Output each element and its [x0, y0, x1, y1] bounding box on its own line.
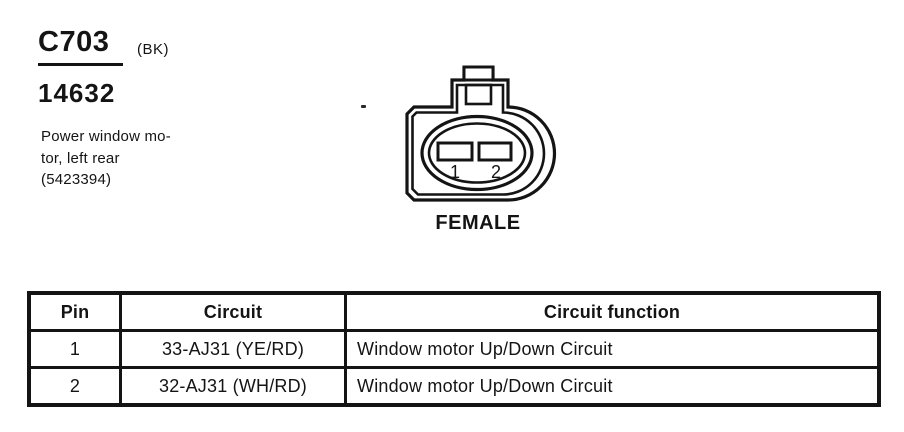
- header-pin: Pin: [27, 291, 122, 332]
- connector-face-diagram: 1 2: [405, 65, 557, 202]
- pin-cell: 2: [27, 366, 122, 407]
- pinout-table-container: Pin Circuit Circuit function 1 33-AJ31 (…: [27, 291, 881, 407]
- circuit-function-cell: Window motor Up/Down Circuit: [344, 366, 881, 407]
- header-circuit-function: Circuit function: [344, 291, 881, 332]
- description-line-1: Power window mo-: [41, 128, 171, 145]
- pin-cell: 1: [27, 329, 122, 369]
- table-row: 1 33-AJ31 (YE/RD) Window motor Up/Down C…: [27, 329, 881, 369]
- circuit-cell: 32-AJ31 (WH/RD): [119, 366, 347, 407]
- pin-1-label: 1: [450, 162, 460, 182]
- latch-channel: [464, 83, 493, 106]
- connector-description: Power window mo- tor, left rear (5423394…: [41, 126, 221, 191]
- connector-body-inner-line: [411, 83, 546, 196]
- latch-cap: [462, 65, 495, 82]
- terminal-slot-2: [477, 141, 513, 162]
- header-circuit: Circuit: [119, 291, 347, 332]
- connector-color-code: (BK): [137, 41, 169, 58]
- circuit-cell: 33-AJ31 (YE/RD): [119, 329, 347, 369]
- connector-id-heading: C703: [38, 26, 124, 66]
- description-line-3: (5423394): [41, 171, 112, 188]
- circuit-function-cell: Window motor Up/Down Circuit: [344, 329, 881, 369]
- terminal-slot-1: [436, 141, 474, 162]
- table-row: 2 32-AJ31 (WH/RD) Window motor Up/Down C…: [27, 366, 881, 407]
- table-header-row: Pin Circuit Circuit function: [27, 291, 881, 332]
- cavity-inner-oval: [427, 122, 527, 184]
- connector-gender-label: FEMALE: [435, 212, 521, 234]
- pin-2-label: 2: [491, 162, 501, 182]
- part-number-heading: 14632: [38, 78, 116, 108]
- pinout-table: Pin Circuit Circuit function 1 33-AJ31 (…: [27, 291, 881, 407]
- cavity-outer-oval: [420, 114, 534, 192]
- description-line-2: tor, left rear: [41, 149, 120, 167]
- scan-artifact-dot: [361, 105, 366, 108]
